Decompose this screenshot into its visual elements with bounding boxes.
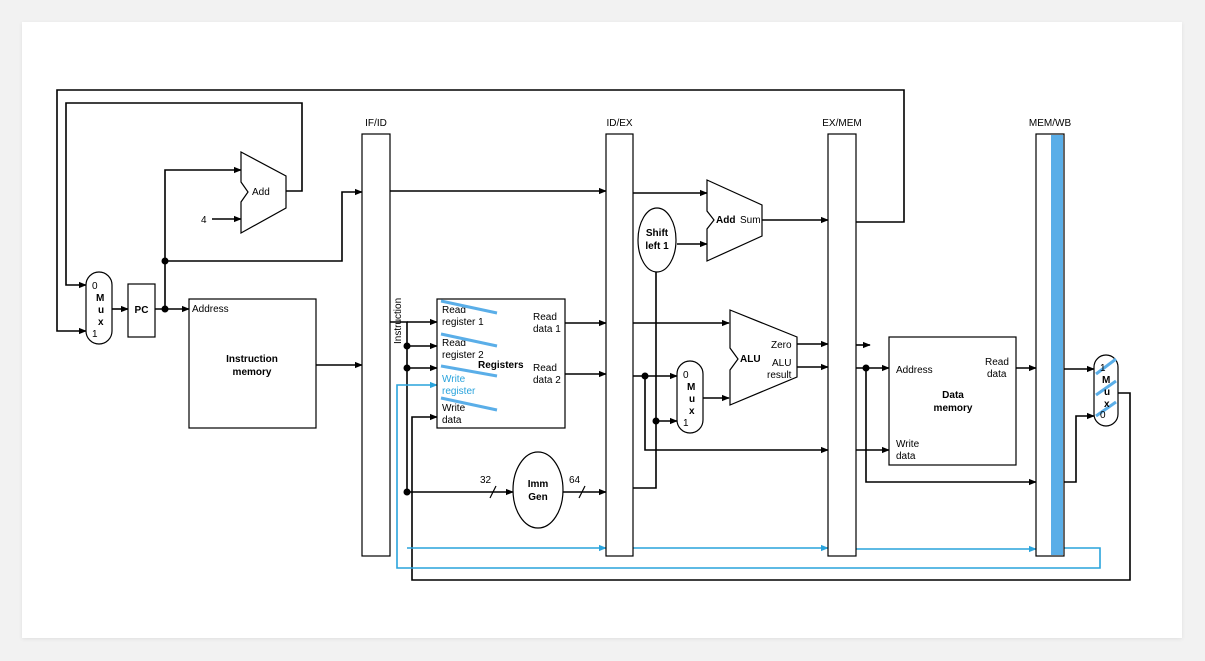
svg-text:1: 1: [1100, 363, 1106, 374]
svg-text:Read: Read: [442, 305, 466, 316]
svg-text:data 2: data 2: [533, 375, 561, 386]
svg-text:PC: PC: [135, 305, 149, 316]
svg-text:u: u: [98, 305, 104, 316]
svg-text:x: x: [689, 406, 695, 417]
imm-in-width: 32: [480, 475, 492, 486]
svg-text:Instruction: Instruction: [226, 354, 278, 365]
svg-text:data: data: [896, 451, 916, 462]
svg-text:Data: Data: [942, 390, 964, 401]
svg-text:MEM/WB: MEM/WB: [1029, 118, 1072, 129]
svg-text:x: x: [1104, 399, 1110, 410]
alu-mux: 0 M u x 1: [676, 360, 704, 434]
svg-text:IF/ID: IF/ID: [365, 118, 387, 129]
writeback-wire: [411, 392, 1131, 581]
svg-text:Read: Read: [533, 312, 557, 323]
svg-text:M: M: [96, 293, 104, 304]
svg-text:memory: memory: [934, 403, 973, 414]
svg-text:0: 0: [1100, 410, 1106, 421]
bus-width-marks: [489, 485, 586, 499]
svg-text:u: u: [689, 394, 695, 405]
svg-text:result: result: [767, 370, 792, 381]
svg-text:ALU: ALU: [772, 358, 791, 369]
imm-gen: Imm Gen: [512, 451, 564, 529]
junction-dots: [161, 257, 870, 496]
svg-text:data: data: [442, 415, 462, 426]
svg-text:M: M: [1102, 375, 1110, 386]
svg-text:Registers: Registers: [478, 360, 524, 371]
instruction-label: Instruction: [393, 298, 404, 344]
svg-text:data 1: data 1: [533, 324, 561, 335]
svg-text:u: u: [1104, 387, 1110, 398]
svg-text:left 1: left 1: [645, 241, 669, 252]
if-id-register: IF/ID: [361, 118, 391, 557]
svg-text:Add: Add: [252, 187, 270, 198]
register-file: Read register 1 Read register 2 Write re…: [436, 298, 566, 429]
addr-bypass-wire: [865, 368, 1037, 486]
branch-feedback-wire: [56, 89, 905, 335]
diagram-card: 0 M u x 1 PC Add 4 Address Instruction m…: [22, 22, 1182, 638]
imm-to-shift-wire: [633, 272, 657, 489]
svg-text:Gen: Gen: [528, 492, 547, 503]
svg-text:Address: Address: [192, 304, 229, 315]
svg-text:Sum: Sum: [740, 215, 761, 226]
svg-text:Zero: Zero: [771, 340, 792, 351]
svg-text:x: x: [98, 317, 104, 328]
svg-text:Write: Write: [896, 439, 920, 450]
alu: ALU Zero ALU result: [729, 309, 798, 406]
constant-four: 4: [201, 215, 207, 226]
pc-mux: 0 M u x 1: [85, 271, 113, 345]
mem-wb-register: MEM/WB: [1029, 118, 1072, 557]
branch-adder: Add Sum: [706, 179, 763, 262]
data-memory: Address Read data Write data Data memory: [888, 336, 1017, 466]
svg-text:Imm: Imm: [528, 479, 549, 490]
svg-text:register 2: register 2: [442, 350, 484, 361]
svg-text:1: 1: [92, 329, 98, 340]
pc-register: PC: [127, 283, 156, 338]
shift-left-1: Shift left 1: [637, 207, 677, 273]
svg-text:0: 0: [683, 370, 689, 381]
svg-text:1: 1: [683, 418, 689, 429]
id-ex-register: ID/EX: [605, 118, 634, 557]
svg-text:data: data: [987, 369, 1007, 380]
pc-plus-4-feedback-wire: [65, 102, 303, 289]
pc-to-adder-wire: [164, 166, 242, 309]
svg-text:Write: Write: [442, 374, 466, 385]
svg-text:Read: Read: [533, 363, 557, 374]
pc-adder: Add: [240, 151, 287, 235]
ex-mem-register: EX/MEM: [822, 118, 862, 557]
svg-text:Read: Read: [442, 338, 466, 349]
imm-out-width: 64: [569, 475, 581, 486]
svg-text:memory: memory: [233, 367, 272, 378]
svg-text:register: register: [442, 386, 476, 397]
instruction-memory: Address Instruction memory: [188, 298, 317, 429]
svg-text:ID/EX: ID/EX: [606, 118, 632, 129]
wires: [56, 89, 1131, 581]
svg-text:M: M: [687, 382, 695, 393]
memwb-aluresult-to-mux-wire: [1064, 412, 1095, 483]
svg-text:0: 0: [92, 281, 98, 292]
svg-text:Write: Write: [442, 403, 466, 414]
svg-text:EX/MEM: EX/MEM: [822, 118, 861, 129]
rd2-forward-wire: [644, 376, 829, 454]
svg-text:Read: Read: [985, 357, 1009, 368]
writeback-mux: 1 M u x 0: [1093, 354, 1119, 427]
svg-text:ALU: ALU: [740, 354, 761, 365]
pipelined-datapath-diagram: 0 M u x 1 PC Add 4 Address Instruction m…: [56, 89, 1131, 581]
pc-to-ifid-wire: [165, 188, 363, 262]
svg-text:Address: Address: [896, 365, 933, 376]
svg-text:Add: Add: [716, 215, 735, 226]
svg-text:Shift: Shift: [646, 228, 669, 239]
write-register-path: [396, 381, 1101, 569]
svg-text:register 1: register 1: [442, 317, 484, 328]
